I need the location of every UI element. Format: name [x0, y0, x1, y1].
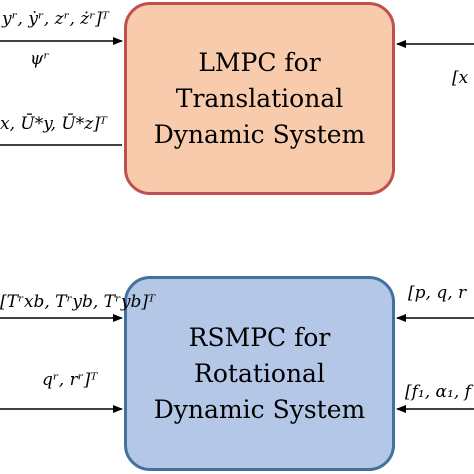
- bottom-right-label-2: [f₁, α₁, f: [405, 382, 471, 402]
- rsmpc-rotational-block: RSMPC for Rotational Dynamic System: [124, 276, 395, 471]
- top-right-label: [x: [452, 68, 469, 88]
- lmpc-block-line-2: Translational: [175, 83, 344, 113]
- bottom-right-label-1: [p, q, r: [408, 283, 467, 303]
- rsmpc-block-line-3: Dynamic System: [153, 394, 366, 424]
- bottom-input-label-2: qʳ, rʳ]ᵀ: [42, 370, 98, 390]
- top-input-label-2: ψʳ: [30, 49, 50, 69]
- top-input-label-3: x, Ū*y, Ū*z]ᵀ: [0, 114, 107, 134]
- top-input-label-1: yʳ, ẏʳ, zʳ, żʳ]ᵀ: [2, 9, 109, 29]
- lmpc-block-line-3: Dynamic System: [153, 119, 366, 149]
- rsmpc-block-line-2: Rotational: [194, 358, 325, 388]
- bottom-input-label-1: [Tʳxb, Tʳyb, Tʳyb]ᵀ: [0, 292, 156, 312]
- rsmpc-block-line-1: RSMPC for: [188, 322, 331, 352]
- lmpc-translational-block: LMPC for Translational Dynamic System: [124, 2, 395, 195]
- lmpc-block-line-1: LMPC for: [198, 47, 321, 77]
